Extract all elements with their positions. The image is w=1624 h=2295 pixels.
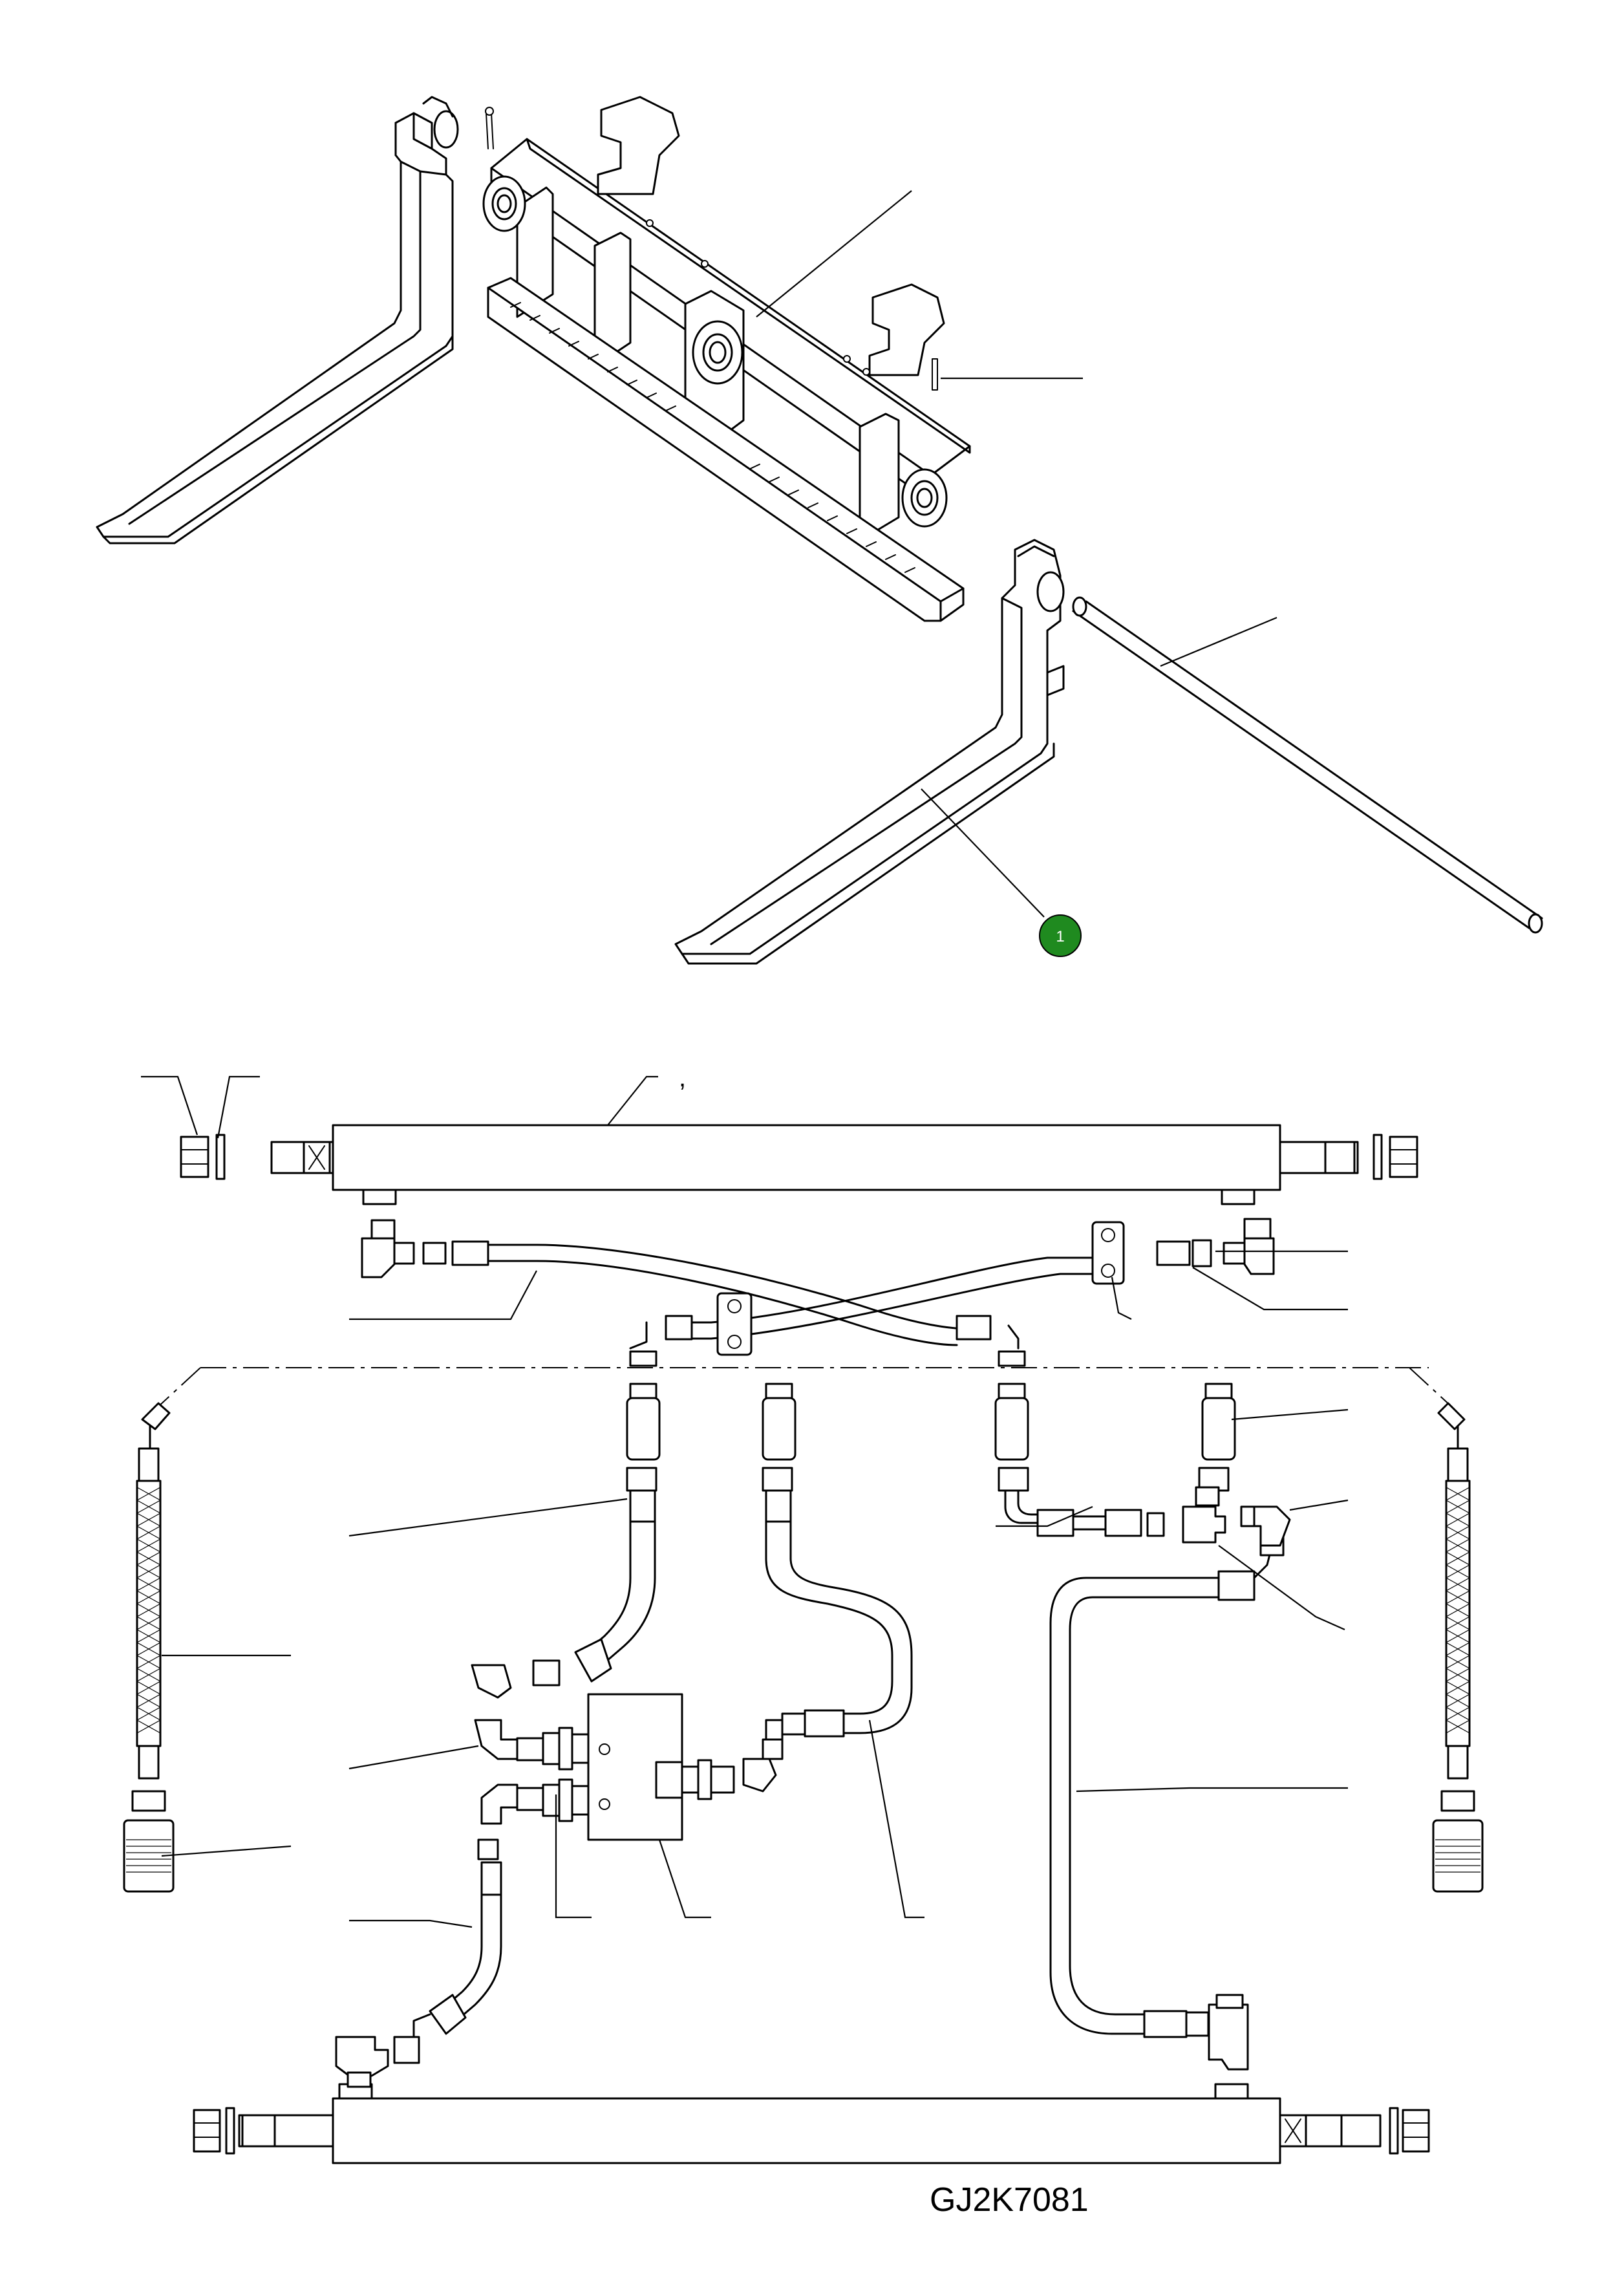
bottom-cylinder [193, 2083, 1430, 2164]
right-u-hose [1049, 1535, 1285, 2071]
lower-left-hose [335, 1838, 502, 2088]
top-cylinder [180, 1124, 1418, 1205]
elbow-fittings-top [361, 1218, 1275, 1278]
cross-shaft [1072, 596, 1543, 934]
leader-carriage [756, 190, 912, 318]
center-left-hose [471, 1489, 656, 1699]
drawing-code: GJ2K7081 [930, 2181, 1089, 2219]
retaining-pin-left [485, 107, 494, 149]
center-right-hose [765, 1489, 913, 1747]
left-fork [96, 96, 459, 544]
lock-pin-right [932, 358, 938, 391]
right-fork [674, 539, 1065, 965]
fork-carriage-assembly: 1 [96, 96, 1543, 965]
carriage-frame [482, 96, 971, 622]
bushing-left [482, 175, 526, 232]
bushing-right [901, 468, 948, 528]
leader-cross-shaft [1160, 616, 1277, 667]
leader-fork [921, 788, 1045, 918]
hydraulic-assembly: , [123, 1064, 1484, 2164]
right-middle-hose [1004, 1486, 1291, 1547]
right-side-hose [1432, 1402, 1484, 1893]
manifold-block [474, 1693, 784, 1841]
leaders-lower [141, 1075, 1349, 1928]
left-side-hose [123, 1402, 175, 1893]
callout-badge-1[interactable]: 1 [1039, 914, 1082, 957]
callout-badge-label: 1 [1056, 928, 1064, 945]
stray-mark: , [679, 1064, 686, 1092]
crossing-hoses [422, 1221, 1212, 1356]
bushing-center [692, 320, 743, 385]
check-valves [626, 1350, 1236, 1492]
